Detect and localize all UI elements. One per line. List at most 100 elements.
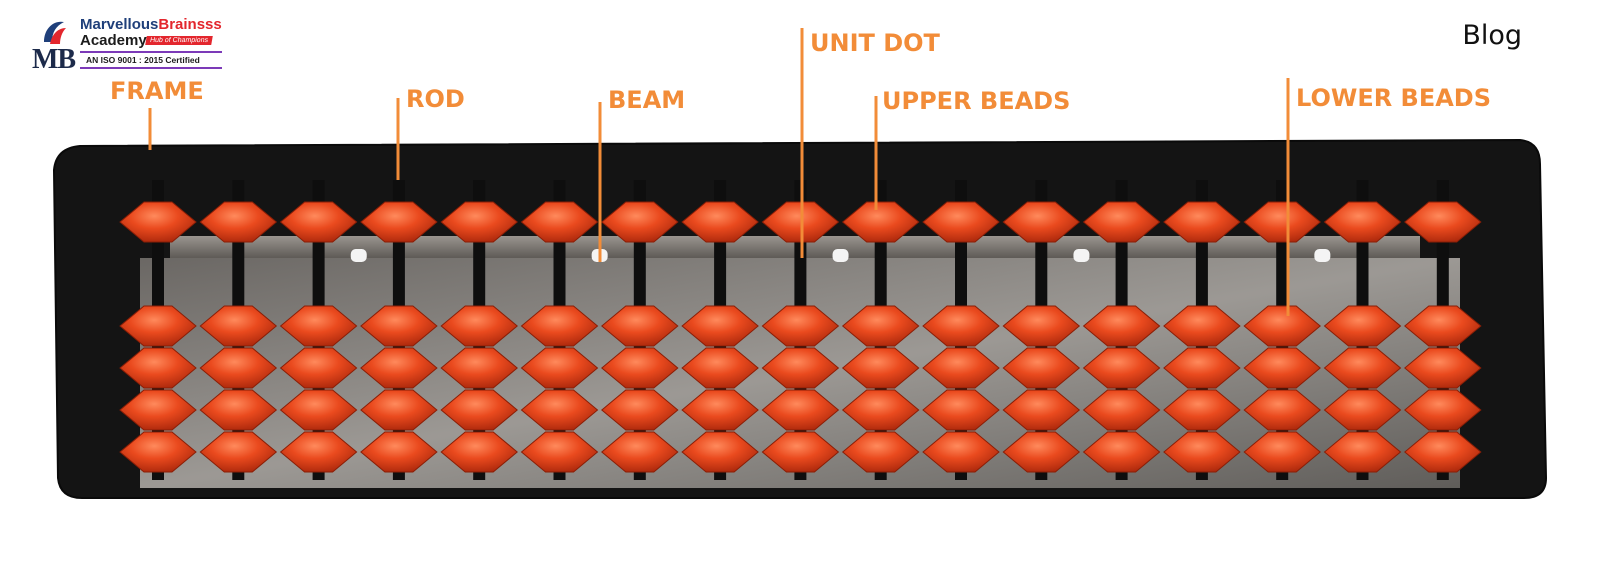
lower-bead[interactable] — [1002, 431, 1081, 473]
lower-bead[interactable] — [922, 347, 1000, 389]
lower-bead[interactable] — [440, 431, 518, 473]
lower-bead[interactable] — [681, 431, 759, 473]
lower-bead[interactable] — [279, 347, 358, 389]
lower-bead[interactable] — [279, 389, 358, 431]
lower-bead[interactable] — [520, 389, 599, 431]
upper-bead[interactable] — [199, 201, 278, 243]
lower-bead[interactable] — [520, 347, 599, 389]
upper-bead[interactable] — [520, 201, 599, 243]
lower-bead[interactable] — [199, 347, 278, 389]
lower-bead[interactable] — [279, 305, 358, 347]
upper-bead[interactable] — [279, 201, 358, 243]
lower-bead[interactable] — [761, 389, 840, 431]
upper-bead[interactable] — [1243, 201, 1321, 243]
lower-bead[interactable] — [841, 305, 920, 347]
upper-bead[interactable] — [1002, 201, 1081, 243]
lower-bead[interactable] — [440, 389, 518, 431]
upper-bead[interactable] — [1082, 201, 1161, 243]
lower-bead[interactable] — [601, 347, 679, 389]
lower-bead[interactable] — [1082, 431, 1161, 473]
lower-bead[interactable] — [601, 305, 679, 347]
upper-bead[interactable] — [601, 201, 679, 243]
logo-brand-part2: Brainsss — [158, 16, 222, 33]
lower-bead[interactable] — [360, 305, 438, 347]
callout-label-lower-beads: LOWER BEADS — [1296, 84, 1491, 112]
upper-bead[interactable] — [1163, 201, 1241, 243]
upper-bead[interactable] — [1323, 201, 1402, 243]
lower-bead[interactable] — [841, 347, 920, 389]
lower-bead[interactable] — [1323, 431, 1402, 473]
lower-bead[interactable] — [119, 431, 197, 473]
lower-bead[interactable] — [520, 305, 599, 347]
logo-monogram: MB — [32, 44, 76, 75]
lower-bead[interactable] — [1243, 431, 1321, 473]
upper-bead[interactable] — [761, 201, 840, 243]
lower-bead[interactable] — [601, 389, 679, 431]
lower-bead[interactable] — [440, 347, 518, 389]
brand-logo[interactable]: MB MarvellousBrainsss Academy Hub of Cha… — [30, 14, 230, 75]
lower-bead[interactable] — [360, 389, 438, 431]
lower-bead[interactable] — [360, 347, 438, 389]
callout-label-upper-beads: UPPER BEADS — [882, 87, 1070, 115]
lower-bead[interactable] — [1243, 305, 1321, 347]
lower-bead[interactable] — [1002, 347, 1081, 389]
lower-bead[interactable] — [1323, 305, 1402, 347]
lower-bead[interactable] — [1082, 305, 1161, 347]
lower-bead[interactable] — [1323, 347, 1402, 389]
lower-bead[interactable] — [199, 431, 278, 473]
lower-bead[interactable] — [1243, 389, 1321, 431]
lower-bead[interactable] — [520, 431, 599, 473]
lower-bead[interactable] — [199, 389, 278, 431]
lower-bead[interactable] — [1002, 389, 1081, 431]
lower-bead[interactable] — [681, 305, 759, 347]
upper-bead[interactable] — [841, 201, 920, 243]
lower-bead[interactable] — [1404, 431, 1482, 473]
lower-bead[interactable] — [841, 431, 920, 473]
logo-brand-part1: Marvellous — [80, 16, 159, 33]
logo-certification: AN ISO 9001 : 2015 Certified — [86, 55, 200, 65]
logo-brand-line2: Academy — [80, 32, 147, 49]
lower-bead[interactable] — [922, 431, 1000, 473]
upper-bead[interactable] — [681, 201, 759, 243]
lower-bead[interactable] — [119, 347, 197, 389]
blog-nav-link[interactable]: Blog — [1462, 20, 1522, 51]
lower-bead[interactable] — [922, 389, 1000, 431]
lower-bead[interactable] — [119, 305, 197, 347]
upper-bead[interactable] — [119, 201, 197, 243]
lower-bead[interactable] — [1163, 431, 1241, 473]
lower-bead[interactable] — [1082, 389, 1161, 431]
lower-bead[interactable] — [841, 389, 920, 431]
lower-bead[interactable] — [681, 347, 759, 389]
lower-bead[interactable] — [1002, 305, 1081, 347]
lower-bead[interactable] — [360, 431, 438, 473]
logo-brand-name: MarvellousBrainsss — [80, 16, 222, 33]
lower-bead[interactable] — [761, 431, 840, 473]
lower-bead[interactable] — [199, 305, 278, 347]
lower-bead[interactable] — [761, 347, 840, 389]
lower-bead[interactable] — [1404, 347, 1482, 389]
lower-bead[interactable] — [1163, 305, 1241, 347]
upper-bead[interactable] — [922, 201, 1000, 243]
upper-bead[interactable] — [1404, 201, 1482, 243]
lower-bead[interactable] — [440, 305, 518, 347]
lower-bead[interactable] — [761, 305, 840, 347]
upper-bead[interactable] — [440, 201, 518, 243]
lower-bead[interactable] — [1163, 389, 1241, 431]
callout-label-beam: BEAM — [608, 86, 685, 114]
lower-bead[interactable] — [601, 431, 679, 473]
unit-dot — [1073, 249, 1090, 262]
lower-bead[interactable] — [1323, 389, 1402, 431]
lower-bead[interactable] — [922, 305, 1000, 347]
lower-bead[interactable] — [1404, 305, 1482, 347]
callout-label-frame: FRAME — [110, 77, 204, 105]
lower-bead[interactable] — [119, 389, 197, 431]
callout-label-rod: ROD — [406, 85, 465, 113]
lower-bead[interactable] — [279, 431, 358, 473]
lower-bead[interactable] — [1082, 347, 1161, 389]
upper-bead[interactable] — [360, 201, 438, 243]
lower-bead[interactable] — [1243, 347, 1321, 389]
lower-bead[interactable] — [1404, 389, 1482, 431]
lower-bead[interactable] — [681, 389, 759, 431]
lower-bead[interactable] — [1163, 347, 1241, 389]
